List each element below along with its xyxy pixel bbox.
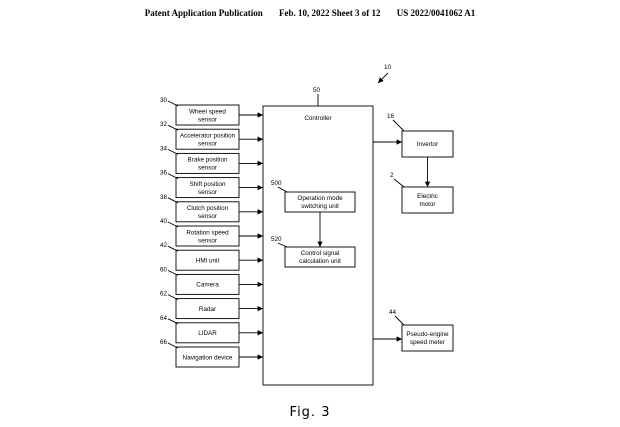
sensor-leader-40 xyxy=(167,221,179,228)
sensor-ref-30: 30 xyxy=(160,97,168,104)
sensor-label-32-line2: sensor xyxy=(198,141,217,148)
invertor-label: Invertor xyxy=(417,141,438,148)
operation-mode-unit-line1: Operation mode xyxy=(297,195,343,202)
sensor-ref-66: 66 xyxy=(160,339,168,346)
sensor-leader-64 xyxy=(167,318,179,325)
control-signal-unit-line2: calculation unit xyxy=(299,258,341,265)
controller-label: Controller xyxy=(304,115,331,122)
sensor-ref-64: 64 xyxy=(160,315,168,322)
publication-date-sheet: Feb. 10, 2022 Sheet 3 of 12 xyxy=(279,8,381,18)
sensor-label-36-line2: sensor xyxy=(198,189,217,196)
sensor-leader-30 xyxy=(167,100,179,107)
sensor-label-34-line1: Brake position xyxy=(188,157,228,164)
electric-motor-line2: motor xyxy=(419,201,435,208)
sensor-ref-60: 60 xyxy=(160,266,168,273)
control-signal-unit-ref: 520 xyxy=(271,236,282,243)
invertor-box xyxy=(401,130,454,158)
speed-meter-line2: speed meter xyxy=(410,339,445,346)
sensor-label-34-line2: sensor xyxy=(198,165,217,172)
system-ref-arrow xyxy=(377,72,389,84)
sensor-leader-60 xyxy=(167,269,179,276)
speed-meter-leader xyxy=(394,315,405,326)
sensor-label-60: Camera xyxy=(196,282,219,289)
speed-meter-line1: Pseudo-engine xyxy=(406,331,449,338)
operation-mode-unit-ref: 500 xyxy=(271,180,282,187)
sensor-leader-36 xyxy=(167,173,179,180)
sensor-ref-32: 32 xyxy=(160,121,168,128)
sensor-label-30-line2: sensor xyxy=(198,116,217,123)
electric-motor-ref: 2 xyxy=(390,172,394,179)
sensor-label-40-line1: Rotation speed xyxy=(186,229,229,236)
controller-ref: 50 xyxy=(313,87,321,94)
control-signal-unit-line1: Control signal xyxy=(301,250,340,257)
sensor-ref-38: 38 xyxy=(160,194,168,201)
pseudo-engine-speed-meter-box xyxy=(401,324,454,352)
sensor-leader-38 xyxy=(167,197,179,204)
sensor-label-38-line2: sensor xyxy=(198,213,217,220)
publication-number: US 2022/0041062 A1 xyxy=(396,8,476,18)
sensor-leader-66 xyxy=(167,342,179,349)
sensor-label-36-line1: Shift position xyxy=(189,181,226,188)
sensor-label-62: Radar xyxy=(199,306,216,313)
publication-type: Patent Application Publication xyxy=(144,8,263,18)
sensor-label-32-line1: Accelerator position xyxy=(180,133,236,140)
electric-motor-line1: Electric xyxy=(417,193,438,200)
unit-500-leader xyxy=(277,186,288,193)
sensor-label-38-line1: Clutch position xyxy=(187,205,229,212)
system-ref: 10 xyxy=(384,64,392,71)
speed-meter-ref: 44 xyxy=(389,309,397,316)
electric-motor-leader xyxy=(393,178,405,188)
figure-label: Fig. 3 xyxy=(289,405,331,420)
operation-mode-unit-line2: switching unit xyxy=(301,203,339,210)
sensor-leader-62 xyxy=(167,294,179,301)
sensor-label-30-line1: Wheel speed xyxy=(189,108,226,115)
sensor-ref-36: 36 xyxy=(160,170,168,177)
sensor-ref-42: 42 xyxy=(160,242,168,249)
sensor-ref-34: 34 xyxy=(160,145,168,152)
sensor-label-42: HMI unit xyxy=(196,258,220,265)
invertor-ref: 16 xyxy=(387,113,395,120)
sensor-ref-40: 40 xyxy=(160,218,168,225)
sensor-label-64: LIDAR xyxy=(198,330,217,337)
sensor-label-40-line2: sensor xyxy=(198,237,217,244)
sensor-ref-62: 62 xyxy=(160,291,168,298)
controller-box xyxy=(262,105,374,386)
sensor-label-66: Navigation device xyxy=(183,354,233,361)
page-header: Patent Application Publication Feb. 10, … xyxy=(0,8,620,18)
invertor-leader xyxy=(392,119,405,132)
unit-520-leader xyxy=(277,242,288,248)
electric-motor-box xyxy=(401,186,454,214)
sensor-leader-32 xyxy=(167,124,179,131)
sensor-leader-34 xyxy=(167,148,179,155)
sensor-leader-42 xyxy=(167,245,179,252)
